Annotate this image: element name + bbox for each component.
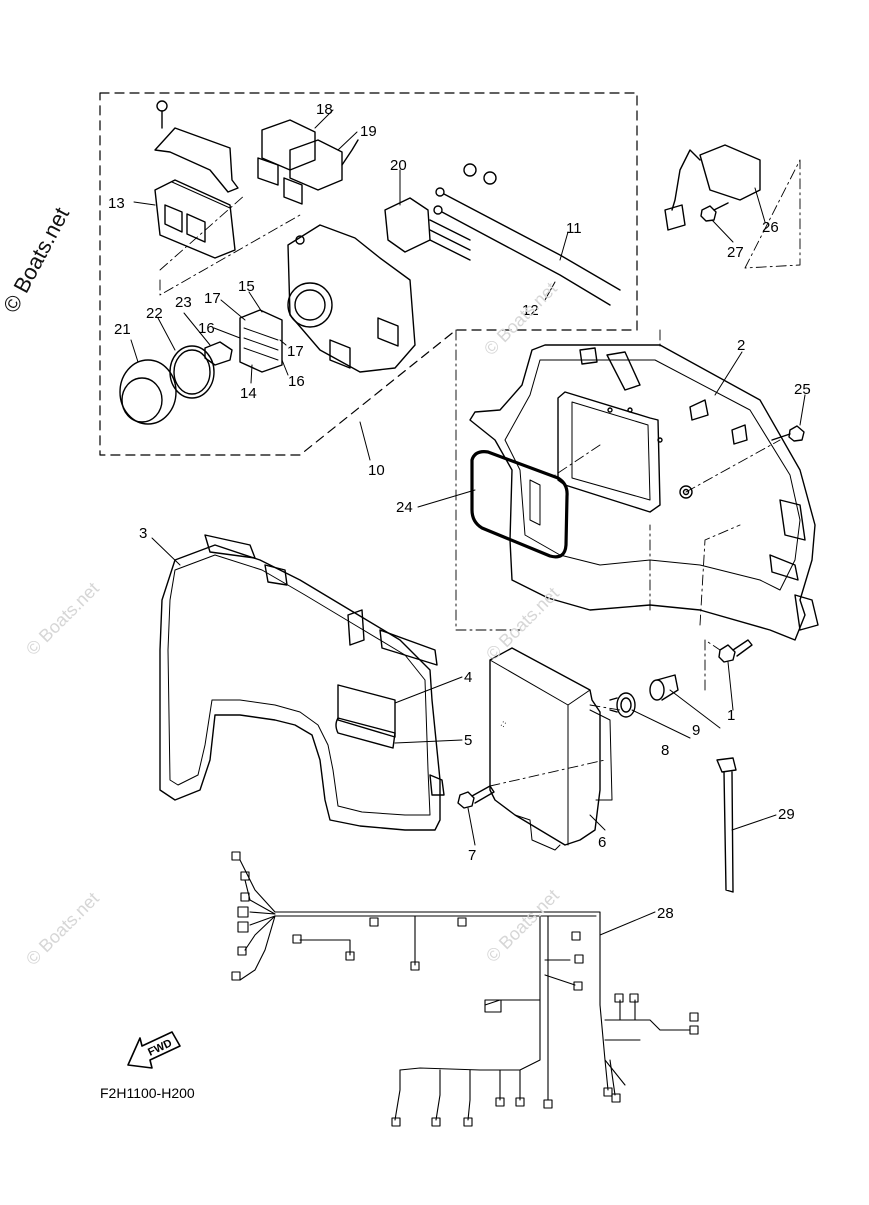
fuse-part[interactable] (204, 341, 233, 366)
assembly-box-dashed (99, 92, 638, 456)
callout-12: 12 (522, 302, 539, 319)
callout-28: 28 (657, 905, 674, 922)
diagram-code: F2H1100-H200 (100, 1085, 195, 1101)
callout-7: 7 (468, 847, 476, 864)
callout-13: 13 (108, 195, 125, 212)
relay-part-18[interactable] (257, 119, 316, 186)
throttle-body-part[interactable] (287, 224, 416, 373)
callout-21: 21 (114, 321, 131, 338)
callout-2: 2 (737, 337, 745, 354)
cable-tie-part[interactable] (716, 757, 737, 893)
fwd-arrow: FWD (127, 1031, 181, 1069)
callout-10: 10 (368, 462, 385, 479)
sensor-part[interactable] (664, 144, 761, 231)
svg-text:::: :: (499, 718, 508, 729)
callout-17a: 17 (204, 290, 221, 307)
callout-25: 25 (794, 381, 811, 398)
callout-4: 4 (464, 669, 472, 686)
electrical-box-part[interactable] (469, 344, 819, 641)
callout-29: 29 (778, 806, 795, 823)
callout-6: 6 (598, 834, 606, 851)
callout-23: 23 (175, 294, 192, 311)
callout-24: 24 (396, 499, 413, 516)
grommet-part[interactable] (609, 692, 636, 718)
callout-9: 9 (692, 722, 700, 739)
bolt-part-7[interactable] (457, 785, 495, 809)
bolt-part-25[interactable] (771, 425, 805, 442)
callout-14: 14 (240, 385, 257, 402)
callout-11: 11 (566, 220, 582, 237)
callout-5: 5 (464, 732, 472, 749)
callout-22: 22 (146, 305, 163, 322)
ecu-part[interactable]: :: (489, 647, 613, 851)
callout-8: 8 (661, 742, 669, 759)
cable-part-11[interactable] (435, 163, 621, 291)
collar-part[interactable] (649, 674, 679, 701)
gasket-part[interactable] (470, 450, 569, 559)
connector-block-part[interactable] (239, 309, 283, 373)
callout-19: 19 (360, 123, 377, 140)
screw-part[interactable] (156, 100, 168, 129)
callout-20: 20 (390, 157, 407, 174)
callout-labels: 18 19 20 11 12 13 15 17 23 22 21 16 17 1… (100, 101, 811, 1101)
callout-16b: 16 (288, 373, 305, 390)
bolt-part-1[interactable] (718, 639, 753, 663)
coil-part[interactable] (384, 197, 471, 261)
cable-part-12[interactable] (433, 205, 611, 306)
callout-3: 3 (139, 525, 147, 542)
callout-16a: 16 (198, 320, 215, 337)
cover-part[interactable] (159, 534, 445, 831)
projection-lines (159, 159, 801, 787)
callout-17b: 17 (287, 343, 304, 360)
callout-18: 18 (316, 101, 333, 118)
rectifier-part[interactable] (154, 179, 236, 259)
callout-15: 15 (238, 278, 255, 295)
cap-part[interactable] (119, 359, 177, 425)
relay-part-19[interactable] (283, 139, 359, 205)
wire-harness-part[interactable] (231, 851, 699, 1127)
bolt-part-27[interactable] (700, 202, 729, 222)
bracket-part[interactable] (154, 127, 239, 193)
callout-27: 27 (727, 244, 744, 261)
callout-26: 26 (762, 219, 779, 236)
callout-1: 1 (727, 707, 735, 724)
leader-lines (130, 109, 806, 936)
